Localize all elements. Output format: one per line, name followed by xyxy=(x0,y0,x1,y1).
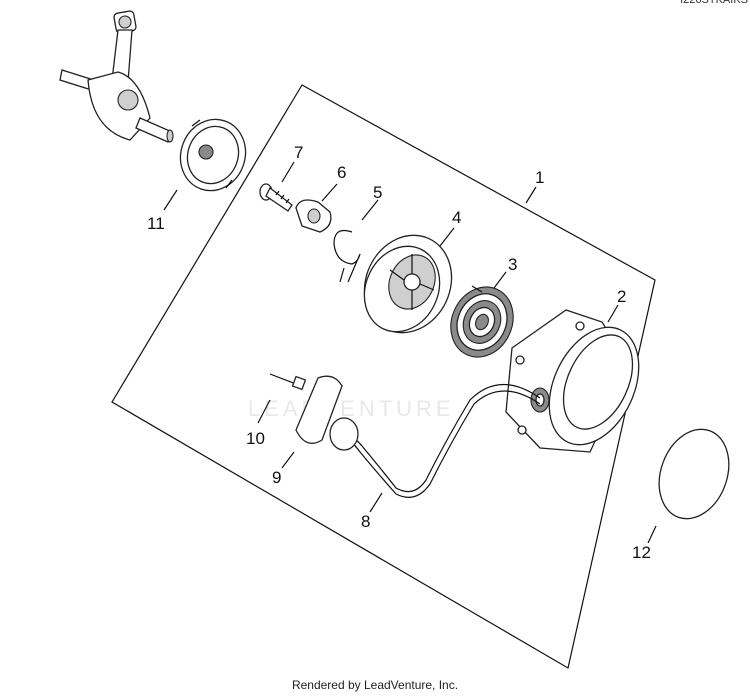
screw xyxy=(259,183,293,212)
crankshaft xyxy=(59,10,174,143)
starter-rope xyxy=(337,383,541,493)
handle-pin xyxy=(269,373,307,391)
starter-handle xyxy=(295,375,359,451)
watermark: LEADVENTURE xyxy=(248,396,455,421)
starter-housing xyxy=(505,309,640,453)
flywheel-plate xyxy=(179,118,247,192)
callout-2: 2 xyxy=(617,287,626,306)
callout-3: 3 xyxy=(508,255,517,274)
callout-11: 11 xyxy=(147,214,165,233)
ratchet xyxy=(295,199,332,233)
callout-4: 4 xyxy=(452,208,461,227)
callout-10: 10 xyxy=(246,429,265,448)
callout-1: 1 xyxy=(535,168,544,187)
document-id: I226STKAIKS xyxy=(680,0,748,6)
pulley xyxy=(363,234,453,334)
spring-clip xyxy=(333,229,361,283)
callout-9: 9 xyxy=(272,468,281,487)
callout-6: 6 xyxy=(337,163,346,182)
recoil-spring xyxy=(450,285,514,358)
callout-12: 12 xyxy=(632,543,651,562)
callout-5: 5 xyxy=(373,183,382,202)
gasket-ring xyxy=(658,428,730,520)
footer-credit: Rendered by LeadVenture, Inc. xyxy=(291,678,459,692)
leader-lines xyxy=(163,161,657,544)
callout-7: 7 xyxy=(294,143,303,162)
assembly-boundary xyxy=(111,84,656,669)
callout-8: 8 xyxy=(361,512,370,531)
